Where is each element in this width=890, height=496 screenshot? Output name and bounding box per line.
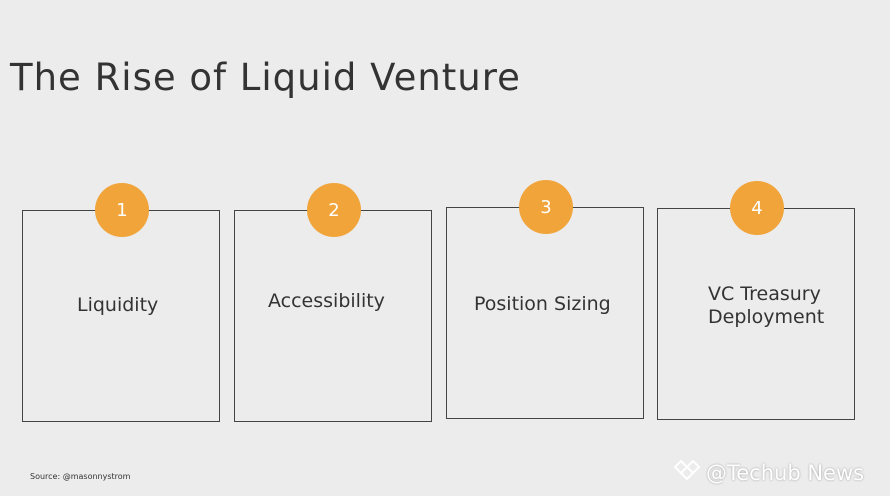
watermark-text: @Techub News [706,460,865,485]
source-caption: Source: @masonnystrom [30,472,131,481]
step-label-3: Position Sizing [474,293,611,315]
step-label-4: VC Treasury Deployment [708,283,824,329]
techub-logo-icon [672,457,706,488]
step-label-4-line-1: VC Treasury [708,283,821,305]
step-badge-3: 3 [519,180,573,234]
step-label-2: Accessibility [268,290,385,312]
step-label-4-line-2: Deployment [708,305,825,328]
step-badge-2: 2 [307,183,361,237]
step-badge-4: 4 [730,181,784,235]
page-title: The Rise of Liquid Venture [10,56,521,99]
watermark: @Techub News [672,457,864,488]
step-label-1: Liquidity [77,294,159,316]
step-badge-1: 1 [95,183,149,237]
step-card-2 [234,210,432,422]
